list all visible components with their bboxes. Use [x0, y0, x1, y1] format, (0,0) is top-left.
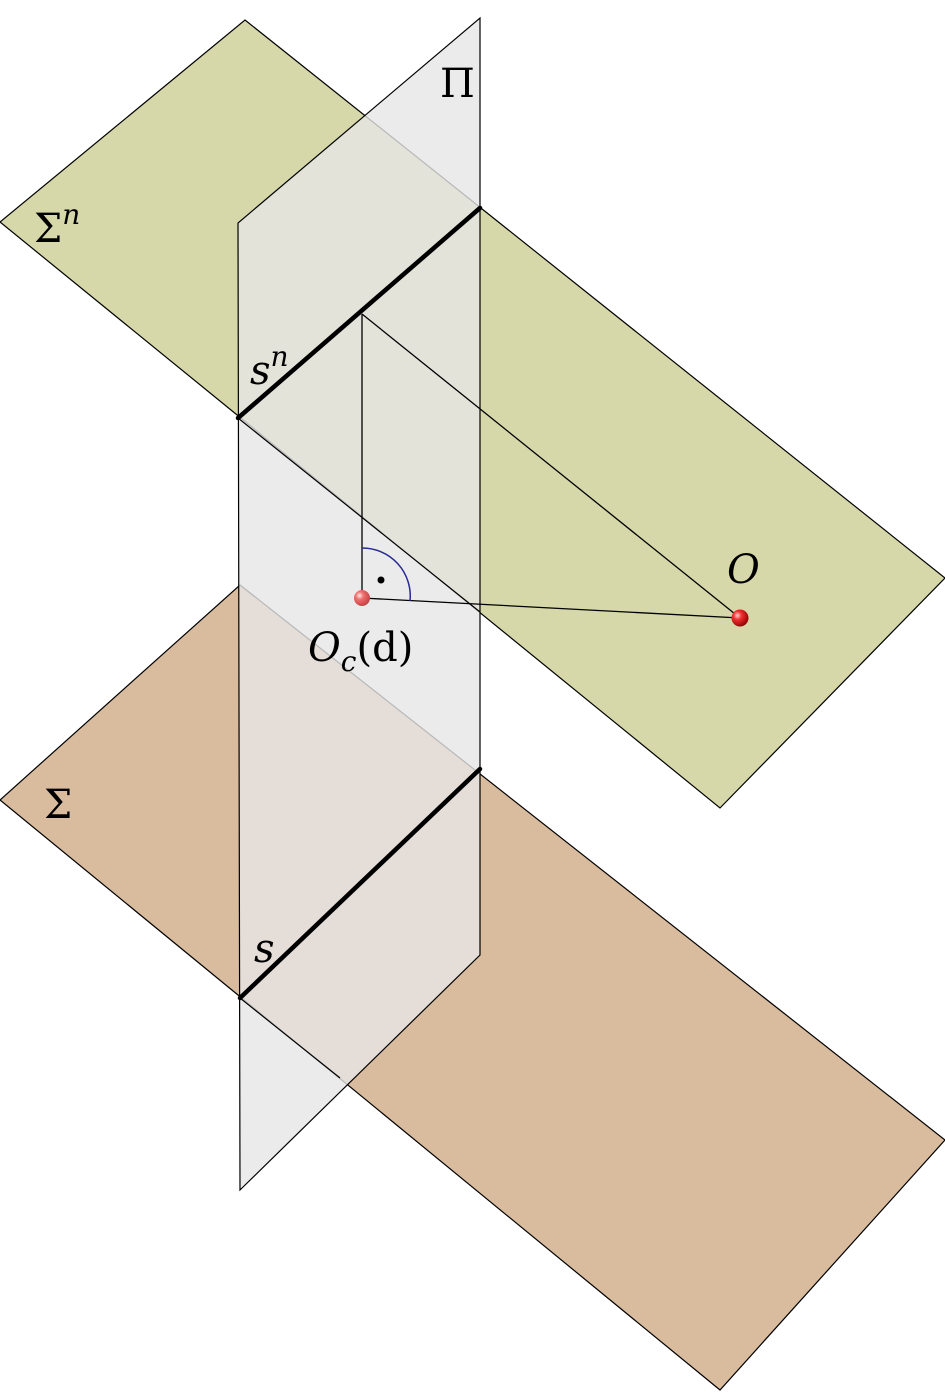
point-oc-marker	[354, 590, 370, 606]
plane-sigma-edge	[239, 997, 341, 1079]
label-pi: Π	[440, 61, 475, 107]
label-s-n: sn	[250, 340, 289, 394]
right-angle-dot	[377, 576, 385, 584]
label-o: O	[727, 547, 760, 593]
label-s: s	[254, 926, 275, 972]
right-angle-arc	[361, 547, 412, 602]
plane-sigma-n-edge	[237, 417, 481, 613]
label-sigma-n: Σn	[34, 198, 80, 252]
line-s-n	[235, 205, 483, 421]
plane-sigma	[0, 584, 945, 1391]
label-sigma: Σ	[44, 782, 72, 828]
line-s	[237, 766, 483, 1001]
parallel-segment	[361, 313, 741, 619]
label-oc: Oc(d)	[308, 625, 413, 678]
connecting-segment	[361, 597, 741, 619]
point-o-marker	[731, 609, 749, 627]
